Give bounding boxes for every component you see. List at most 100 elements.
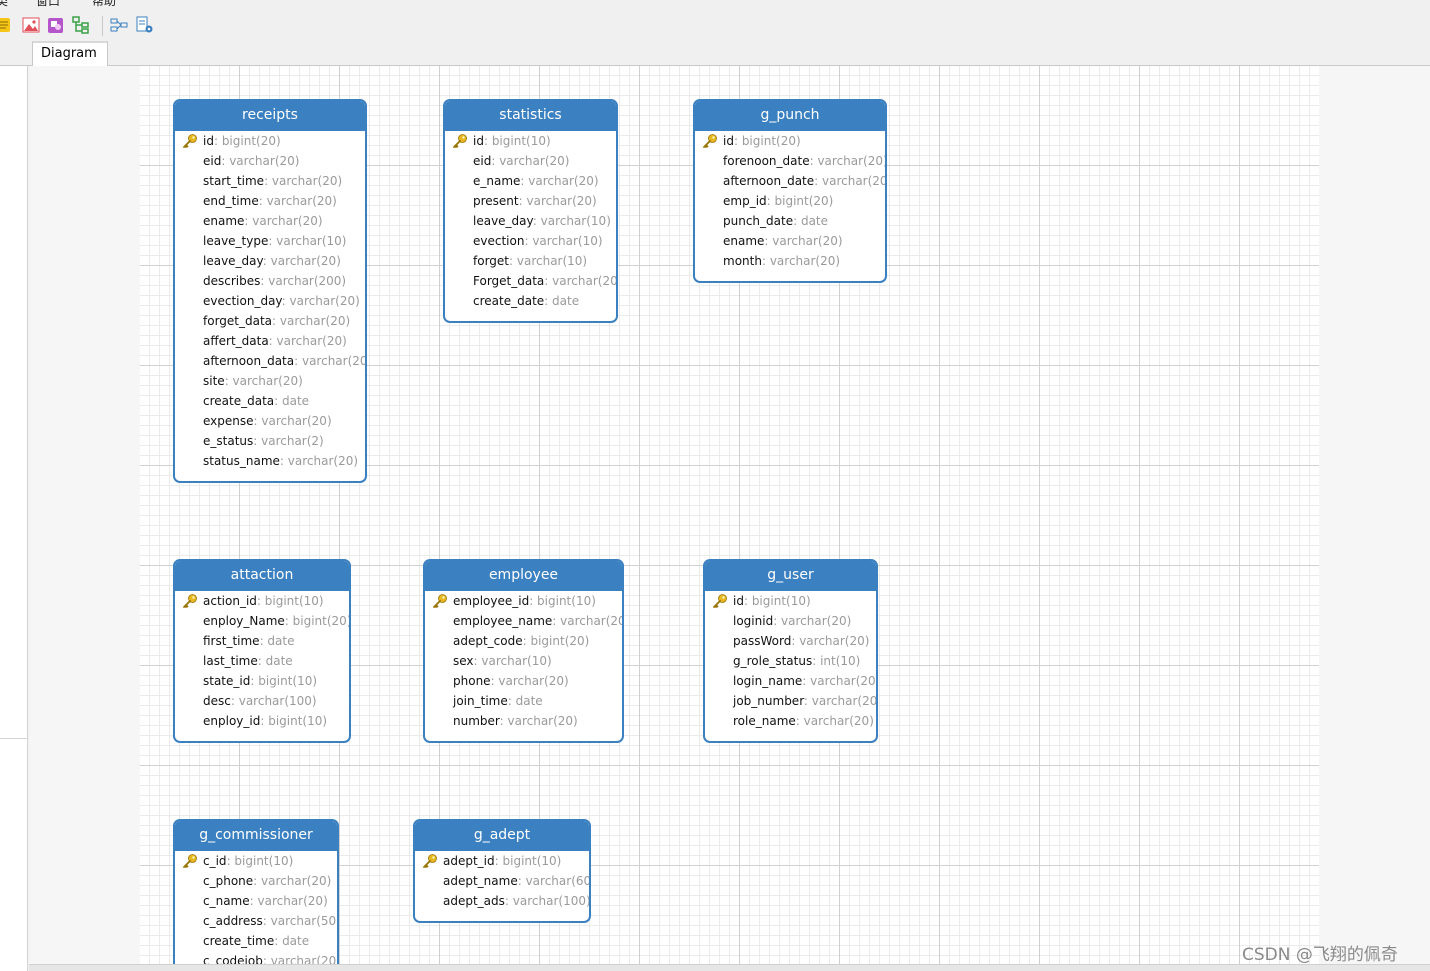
table-field[interactable]: create_time: date: [175, 931, 337, 951]
menu-item-help[interactable]: 帮助: [92, 0, 117, 8]
table-field[interactable]: forenoon_date: varchar(20): [695, 151, 885, 171]
entity-g-adept[interactable]: g_adept adept_id: bigint(10)adept_name: …: [413, 819, 591, 923]
table-field[interactable]: phone: varchar(20): [425, 671, 622, 691]
primary-key-field[interactable]: employee_id: bigint(10): [425, 591, 622, 611]
table-field[interactable]: evection: varchar(10): [445, 231, 616, 251]
primary-key-field[interactable]: id: bigint(10): [445, 131, 616, 151]
shape-icon[interactable]: [47, 16, 65, 34]
table-field[interactable]: job_number: varchar(20): [705, 691, 876, 711]
field-separator: :: [253, 414, 262, 428]
table-field[interactable]: c_name: varchar(20): [175, 891, 337, 911]
table-field[interactable]: start_time: varchar(20): [175, 171, 365, 191]
table-field[interactable]: end_time: varchar(20): [175, 191, 365, 211]
table-field[interactable]: passWord: varchar(20): [705, 631, 876, 651]
table-field[interactable]: adept_code: bigint(20): [425, 631, 622, 651]
layout-tree-icon[interactable]: [72, 16, 90, 34]
primary-key-field[interactable]: c_id: bigint(10): [175, 851, 337, 871]
table-field[interactable]: sex: varchar(10): [425, 651, 622, 671]
table-field[interactable]: employee_name: varchar(20): [425, 611, 622, 631]
table-field[interactable]: e_status: varchar(2): [175, 431, 365, 451]
diagram-toolbar: [0, 12, 200, 38]
table-field[interactable]: site: varchar(20): [175, 371, 365, 391]
field-separator: :: [284, 614, 293, 628]
table-field[interactable]: state_id: bigint(10): [175, 671, 349, 691]
layout-settings-icon[interactable]: [136, 16, 154, 34]
table-field[interactable]: first_time: date: [175, 631, 349, 651]
entity-g-user[interactable]: g_user id: bigint(10)loginid: varchar(20…: [703, 559, 878, 743]
table-field[interactable]: Forget_data: varchar(20): [445, 271, 616, 291]
table-field[interactable]: month: varchar(20): [695, 251, 885, 271]
primary-key-field[interactable]: action_id: bigint(10): [175, 591, 349, 611]
table-field[interactable]: g_role_status: int(10): [705, 651, 876, 671]
image-icon[interactable]: [22, 16, 40, 34]
table-field[interactable]: c_phone: varchar(20): [175, 871, 337, 891]
tab-diagram-1[interactable]: Diagram 1: [32, 41, 108, 83]
table-field[interactable]: emp_id: bigint(20): [695, 191, 885, 211]
table-field[interactable]: join_time: date: [425, 691, 622, 711]
entity-attaction[interactable]: attaction action_id: bigint(10)enploy_Na…: [173, 559, 351, 743]
table-field[interactable]: leave_day: varchar(20): [175, 251, 365, 271]
table-field[interactable]: login_name: varchar(20): [705, 671, 876, 691]
field-name: c_address: [203, 914, 263, 928]
field-separator: :: [761, 254, 770, 268]
horizontal-scrollbar[interactable]: [29, 964, 1430, 971]
table-field[interactable]: loginid: varchar(20): [705, 611, 876, 631]
field-separator: :: [544, 274, 553, 288]
table-field[interactable]: c_codejob: varchar(20): [175, 951, 337, 964]
table-field[interactable]: create_data: date: [175, 391, 365, 411]
table-field[interactable]: number: varchar(20): [425, 711, 622, 731]
menu-item-class[interactable]: 类: [0, 0, 9, 8]
entity-employee[interactable]: employee employee_id: bigint(10)employee…: [423, 559, 624, 743]
field-separator: :: [793, 214, 801, 228]
field-name: sex: [453, 654, 474, 668]
table-field[interactable]: last_time: date: [175, 651, 349, 671]
field-type: varchar(20): [276, 334, 347, 348]
field-name: ename: [203, 214, 245, 228]
note-icon[interactable]: [0, 16, 14, 34]
diagram-canvas[interactable]: receipts id: bigint(20)eid: varchar(20)s…: [29, 66, 1430, 964]
table-field[interactable]: c_address: varchar(50): [175, 911, 337, 931]
entity-g-commissioner[interactable]: g_commissioner c_id: bigint(10)c_phone: …: [173, 819, 339, 964]
table-field[interactable]: status_name: varchar(20): [175, 451, 365, 471]
field-separator: :: [494, 854, 503, 868]
table-field[interactable]: ename: varchar(20): [175, 211, 365, 231]
field-name: job_number: [733, 694, 804, 708]
table-field[interactable]: present: varchar(20): [445, 191, 616, 211]
table-field[interactable]: e_name: varchar(20): [445, 171, 616, 191]
entity-statistics[interactable]: statistics id: bigint(10)eid: varchar(20…: [443, 99, 618, 323]
table-field[interactable]: enploy_Name: bigint(20): [175, 611, 349, 631]
table-field[interactable]: desc: varchar(100): [175, 691, 349, 711]
table-field[interactable]: ename: varchar(20): [695, 231, 885, 251]
field-type: bigint(20): [530, 634, 590, 648]
table-field[interactable]: afternoon_data: varchar(20): [175, 351, 365, 371]
primary-key-field[interactable]: id: bigint(10): [705, 591, 876, 611]
field-separator: :: [268, 334, 277, 348]
table-field[interactable]: afternoon_date: varchar(20): [695, 171, 885, 191]
table-field[interactable]: eid: varchar(20): [445, 151, 616, 171]
table-field[interactable]: forget_data: varchar(20): [175, 311, 365, 331]
auto-layout-icon[interactable]: [110, 16, 128, 34]
primary-key-field[interactable]: id: bigint(20): [175, 131, 365, 151]
table-field[interactable]: forget: varchar(10): [445, 251, 616, 271]
entity-g-punch[interactable]: g_punch id: bigint(20)forenoon_date: var…: [693, 99, 887, 283]
table-field[interactable]: affert_data: varchar(20): [175, 331, 365, 351]
field-type: varchar(50): [270, 914, 339, 928]
table-field[interactable]: punch_date: date: [695, 211, 885, 231]
table-field[interactable]: expense: varchar(20): [175, 411, 365, 431]
table-field[interactable]: leave_type: varchar(10): [175, 231, 365, 251]
table-field[interactable]: evection_day: varchar(20): [175, 291, 365, 311]
menu-item-window[interactable]: 窗口: [36, 0, 61, 8]
table-field[interactable]: leave_day: varchar(10): [445, 211, 616, 231]
entity-padding: [425, 731, 622, 741]
table-field[interactable]: role_name: varchar(20): [705, 711, 876, 731]
table-field[interactable]: create_date: date: [445, 291, 616, 311]
primary-key-field[interactable]: adept_id: bigint(10): [415, 851, 589, 871]
field-name: end_time: [203, 194, 259, 208]
table-field[interactable]: adept_name: varchar(60): [415, 871, 589, 891]
entity-receipts[interactable]: receipts id: bigint(20)eid: varchar(20)s…: [173, 99, 367, 483]
primary-key-field[interactable]: id: bigint(20): [695, 131, 885, 151]
table-field[interactable]: eid: varchar(20): [175, 151, 365, 171]
table-field[interactable]: describes: varchar(200): [175, 271, 365, 291]
table-field[interactable]: adept_ads: varchar(100): [415, 891, 589, 911]
table-field[interactable]: enploy_id: bigint(10): [175, 711, 349, 731]
